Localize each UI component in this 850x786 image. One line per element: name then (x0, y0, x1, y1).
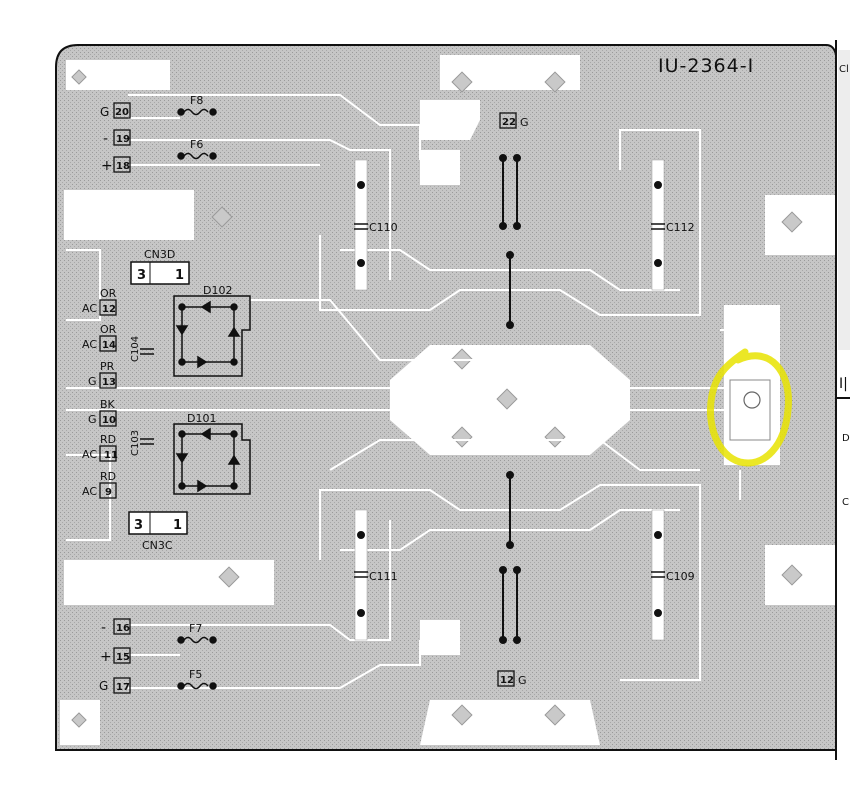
fuses (177, 108, 217, 690)
t12-wire: OR (100, 287, 117, 300)
t12-name: AC (82, 302, 97, 315)
label-f6: F6 (190, 138, 203, 151)
t14-num: 14 (102, 340, 116, 351)
label-d102: D102 (203, 284, 232, 297)
right-fragment-labels: Cl I| D C (839, 64, 850, 508)
bridge-rectifier-d101 (173, 423, 251, 495)
right-panel-top (838, 50, 850, 350)
t12g-name: G (518, 674, 527, 687)
component-labels: F8 F6 F7 F5 D102 D101 C104 C103 C110 C11… (130, 94, 695, 681)
t17-num: 17 (116, 682, 130, 693)
t16-name: - (101, 620, 106, 636)
t10-wire: BK (100, 398, 116, 411)
t22g-num: 22 (502, 117, 516, 128)
t19-name: - (103, 131, 108, 147)
t9-num: 9 (105, 487, 112, 498)
label-c111: C111 (369, 570, 398, 583)
label-d101: D101 (187, 412, 216, 425)
fragment-mid-right: I| (839, 376, 848, 392)
label-f7: F7 (189, 622, 202, 635)
t11-wire: RD (100, 433, 116, 446)
connector-cn3d: 3 1 CN3D (130, 248, 190, 285)
jumpers (357, 154, 662, 644)
cn3d-label: CN3D (144, 248, 175, 261)
mounting-hole (729, 379, 771, 441)
label-c104: C104 (130, 336, 141, 362)
t13-wire: PR (100, 360, 115, 373)
t18-name: + (101, 158, 113, 174)
t19-num: 19 (116, 134, 130, 145)
cn3c-pin-right: 1 (173, 518, 182, 533)
t22g-name: G (520, 116, 529, 129)
t12-num: 12 (102, 304, 116, 315)
t11-num: 11 (104, 450, 118, 461)
label-c109: C109 (666, 570, 695, 583)
fragment-right-d: D (842, 433, 850, 444)
t16-num: 16 (116, 623, 130, 634)
t10-name: G (88, 413, 97, 426)
t10-num: 10 (102, 415, 116, 426)
t20-name: G (100, 105, 109, 119)
terminal-boxes (99, 102, 517, 694)
label-f8: F8 (190, 94, 203, 107)
capacitor-symbols (140, 223, 665, 578)
t13-num: 13 (102, 377, 116, 388)
label-f5: F5 (189, 668, 202, 681)
label-c112: C112 (666, 221, 695, 234)
t13-name: G (88, 375, 97, 388)
t14-name: AC (82, 338, 97, 351)
t17-name: G (99, 679, 108, 693)
capacitor-bodies (354, 159, 665, 641)
terminal-labels: G 20 - 19 + 18 OR AC 12 OR AC 14 PR G 13… (82, 105, 529, 693)
cn3d-pin-left: 3 (137, 268, 146, 283)
t9-name: AC (82, 485, 97, 498)
t14-wire: OR (100, 323, 117, 336)
t11-name: AC (82, 448, 97, 461)
fragment-right-c: C (842, 497, 849, 508)
cn3c-pin-left: 3 (134, 518, 143, 533)
fragment-top-right: Cl (839, 64, 849, 75)
board-title: IU-2364-I (658, 55, 754, 77)
t12g-num: 12 (500, 675, 514, 686)
cn3c-label: CN3C (142, 539, 173, 552)
t15-num: 15 (116, 652, 130, 663)
t20-num: 20 (115, 107, 129, 118)
t18-num: 18 (116, 161, 130, 172)
t15-name: + (100, 649, 112, 665)
highlight-circle (706, 348, 792, 467)
cn3d-pin-right: 1 (175, 268, 184, 283)
t9-wire: RD (100, 470, 116, 483)
label-c103: C103 (130, 430, 141, 456)
label-c110: C110 (369, 221, 398, 234)
connector-cn3c: 3 1 CN3C (128, 511, 188, 552)
bridge-rectifier-d102 (173, 295, 251, 377)
